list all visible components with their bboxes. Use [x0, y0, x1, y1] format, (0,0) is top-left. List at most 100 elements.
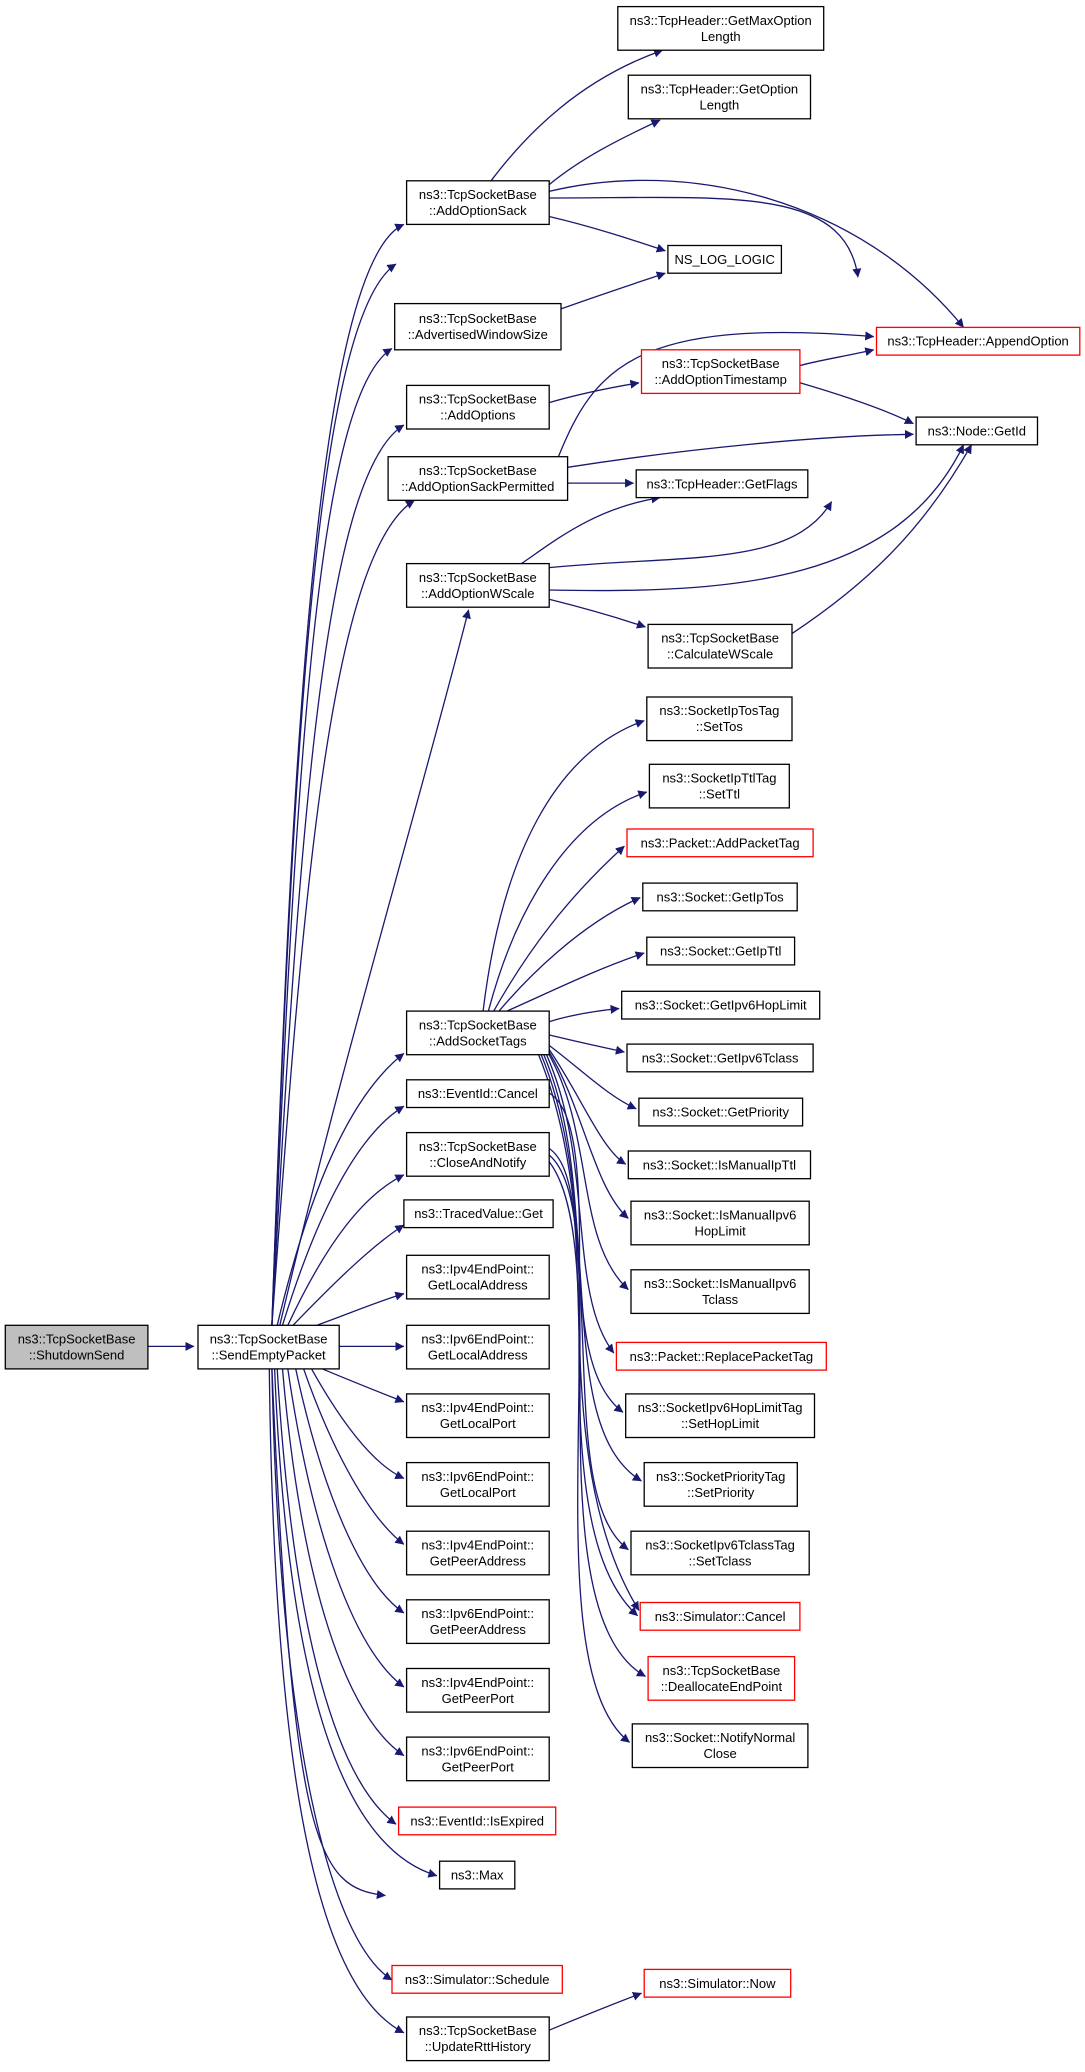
node-hop-limit-tag-set-hop-limit[interactable]: ns3::SocketIpv6HopLimitTag::SetHopLimit: [625, 1393, 816, 1439]
edge-add-option-wscale-to-node-get-id: [549, 444, 965, 592]
node-ipv4-get-local-address[interactable]: ns3::Ipv4EndPoint::GetLocalAddress: [405, 1254, 550, 1300]
node-ipv4-get-local-port[interactable]: ns3::Ipv4EndPoint::GetLocalPort: [405, 1393, 550, 1439]
node-label: GetPeerAddress: [430, 1554, 527, 1569]
call-edges: [147, 48, 973, 2034]
node-shutdown-send[interactable]: ns3::TcpSocketBase::ShutdownSend: [4, 1324, 149, 1370]
edge-add-option-sack-to-get-max-option-length: [490, 48, 664, 182]
node-get-ipv6-hop-limit[interactable]: ns3::Socket::GetIpv6HopLimit: [621, 990, 821, 1020]
node-label: ns3::Socket::IsManualIpTtl: [643, 1157, 796, 1172]
node-simulator-schedule[interactable]: ns3::Simulator::Schedule: [391, 1964, 563, 1994]
node-ns3-max[interactable]: ns3::Max: [438, 1860, 516, 1890]
node-get-flags[interactable]: ns3::TcpHeader::GetFlags: [635, 469, 809, 499]
node-simulator-cancel[interactable]: ns3::Simulator::Cancel: [639, 1601, 801, 1631]
edge-add-socket-tags-to-get-ip-tos: [498, 896, 641, 1012]
node-box: [405, 384, 550, 430]
node-box: [630, 1269, 810, 1315]
node-priority-tag-set-priority[interactable]: ns3::SocketPriorityTag::SetPriority: [643, 1461, 798, 1507]
node-add-packet-tag[interactable]: ns3::Packet::AddPacketTag: [626, 828, 814, 858]
node-box: [647, 1655, 796, 1701]
node-add-option-timestamp[interactable]: ns3::TcpSocketBase::AddOptionTimestamp: [640, 349, 801, 395]
node-add-option-wscale[interactable]: ns3::TcpSocketBase::AddOptionWScale: [405, 562, 550, 608]
edge-send-empty-packet-to-add-option-sack: [271, 223, 405, 1326]
node-box: [643, 1461, 798, 1507]
node-traced-value-get[interactable]: ns3::TracedValue::Get: [403, 1199, 554, 1229]
node-box: [639, 1601, 801, 1631]
node-update-rtt-history[interactable]: ns3::TcpSocketBase::UpdateRttHistory: [405, 2016, 550, 2062]
edge-send-empty-packet-to-add-option-wscale: [279, 609, 471, 1326]
node-label: ::CloseAndNotify: [429, 1155, 526, 1170]
edge-update-rtt-history-to-simulator-now: [548, 1992, 642, 2031]
node-ip-tos-tag-set-tos[interactable]: ns3::SocketIpTosTag::SetTos: [646, 696, 793, 742]
node-get-ip-ttl[interactable]: ns3::Socket::GetIpTtl: [646, 936, 796, 966]
edge-add-option-wscale-to-get-flags: [521, 494, 661, 565]
node-ipv6-get-peer-address[interactable]: ns3::Ipv6EndPoint::GetPeerAddress: [405, 1599, 550, 1645]
node-ipv6-get-local-address[interactable]: ns3::Ipv6EndPoint::GetLocalAddress: [405, 1324, 550, 1370]
node-box: [438, 1860, 516, 1890]
node-label: ns3::TcpSocketBase: [419, 1139, 537, 1154]
node-advertised-window-size[interactable]: ns3::TcpSocketBase::AdvertisedWindowSize: [394, 302, 562, 351]
node-close-and-notify[interactable]: ns3::TcpSocketBase::CloseAndNotify: [405, 1131, 550, 1177]
edge-send-empty-packet-to-add-options: [271, 424, 405, 1326]
node-label: HopLimit: [694, 1224, 746, 1239]
node-event-id-is-expired[interactable]: ns3::EventId::IsExpired: [397, 1806, 557, 1836]
edge-send-empty-packet-to-event-id-cancel: [281, 1105, 405, 1326]
node-label: ns3::TcpSocketBase: [419, 2023, 537, 2038]
node-send-empty-packet[interactable]: ns3::TcpSocketBase::SendEmptyPacket: [197, 1324, 340, 1370]
node-label: ::SetPriority: [687, 1485, 755, 1500]
node-append-option[interactable]: ns3::TcpHeader::AppendOption: [875, 326, 1081, 356]
edge-send-empty-packet-to-ns-log-logic: [271, 263, 397, 1326]
node-label: ns3::Socket::GetIpv6Tclass: [642, 1051, 799, 1066]
node-label: ns3::Socket::GetIpv6HopLimit: [635, 998, 807, 1013]
node-tclass-tag-set-tclass[interactable]: ns3::SocketIpv6TclassTag::SetTclass: [630, 1530, 810, 1576]
node-ipv6-get-peer-port[interactable]: ns3::Ipv6EndPoint::GetPeerPort: [405, 1736, 550, 1782]
node-label: GetLocalAddress: [428, 1348, 528, 1363]
edge-send-empty-packet-to-simulator-now: [271, 1368, 386, 1899]
node-label: ns3::Socket::GetPriority: [652, 1105, 789, 1120]
node-simulator-now[interactable]: ns3::Simulator::Now: [643, 1968, 792, 1998]
node-add-options[interactable]: ns3::TcpSocketBase::AddOptions: [405, 384, 550, 430]
node-label: Close: [703, 1746, 736, 1761]
node-label: ::ShutdownSend: [29, 1348, 124, 1363]
node-calculate-wscale[interactable]: ns3::TcpSocketBase::CalculateWScale: [647, 623, 793, 669]
edge-add-socket-tags-to-get-ip-ttl: [506, 951, 645, 1012]
node-get-priority[interactable]: ns3::Socket::GetPriority: [638, 1097, 804, 1127]
node-ip-ttl-tag-set-ttl[interactable]: ns3::SocketIpTtlTag::SetTtl: [648, 763, 790, 809]
node-ipv4-get-peer-port[interactable]: ns3::Ipv4EndPoint::GetPeerPort: [405, 1667, 550, 1713]
function-nodes: ns3::TcpSocketBase::ShutdownSendns3::Tcp…: [4, 5, 1081, 2062]
node-label: ns3::SocketIpv6TclassTag: [645, 1538, 795, 1553]
node-label: ::SetHopLimit: [681, 1416, 759, 1431]
node-add-socket-tags[interactable]: ns3::TcpSocketBase::AddSocketTags: [405, 1010, 550, 1056]
node-box: [391, 1964, 563, 1994]
node-deallocate-end-point[interactable]: ns3::TcpSocketBase::DeallocateEndPoint: [647, 1655, 796, 1701]
node-add-option-sack-permitted[interactable]: ns3::TcpSocketBase::AddOptionSackPermitt…: [387, 456, 569, 501]
node-box: [197, 1324, 340, 1370]
node-ns-log-logic[interactable]: NS_LOG_LOGIC: [667, 244, 783, 274]
node-event-id-cancel[interactable]: ns3::EventId::Cancel: [405, 1079, 550, 1109]
node-label: ns3::Packet::AddPacketTag: [641, 835, 800, 850]
edge-add-socket-tags-to-get-priority: [548, 1044, 637, 1110]
node-box: [405, 1667, 550, 1713]
edge-close-and-notify-to-deallocate-end-point: [548, 1154, 646, 1677]
node-add-option-sack[interactable]: ns3::TcpSocketBase::AddOptionSack: [405, 180, 550, 226]
node-ipv6-get-local-port[interactable]: ns3::Ipv6EndPoint::GetLocalPort: [405, 1461, 550, 1507]
node-ipv4-get-peer-address[interactable]: ns3::Ipv4EndPoint::GetPeerAddress: [405, 1530, 550, 1576]
node-label: ns3::EventId::Cancel: [418, 1086, 538, 1101]
node-get-ip-tos[interactable]: ns3::Socket::GetIpTos: [642, 882, 798, 912]
edge-send-empty-packet-to-traced-value-get: [292, 1224, 405, 1326]
node-label: ns3::TcpHeader::GetFlags: [646, 476, 798, 491]
node-is-manual-ip-ttl[interactable]: ns3::Socket::IsManualIpTtl: [627, 1150, 812, 1180]
node-label: GetPeerAddress: [430, 1622, 527, 1637]
node-node-get-id[interactable]: ns3::Node::GetId: [915, 416, 1039, 446]
node-box: [627, 74, 812, 120]
node-label: ::AddOptionSackPermitted: [401, 479, 554, 494]
node-get-ipv6-tclass[interactable]: ns3::Socket::GetIpv6Tclass: [626, 1043, 814, 1073]
node-replace-packet-tag[interactable]: ns3::Packet::ReplacePacketTag: [615, 1341, 827, 1371]
edge-send-empty-packet-to-ns3-max: [273, 1368, 438, 1878]
node-label: ::AddOptionWScale: [421, 586, 534, 601]
